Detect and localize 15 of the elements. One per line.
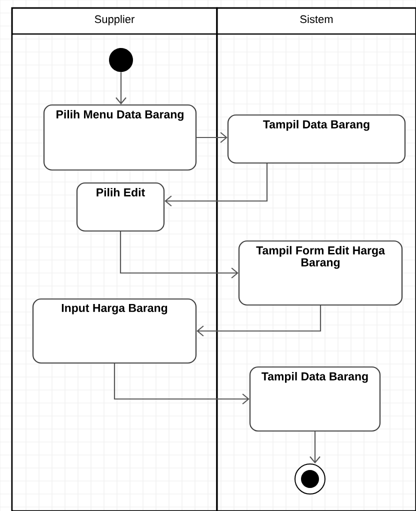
arrow (196, 306, 322, 336)
arrow (114, 364, 250, 404)
activity-box: Tampil Data Barang (249, 366, 381, 432)
arrow (116, 72, 126, 104)
arrow (164, 164, 268, 206)
final-node (294, 464, 326, 494)
activity-box: Pilih Edit (76, 182, 165, 232)
activity-box: Input Harga Barang (32, 298, 197, 364)
arrow (310, 432, 320, 464)
arrow (120, 232, 238, 278)
initial-node (109, 48, 133, 72)
arrow (196, 132, 228, 143)
activity-box: Tampil Form Edit Harga Barang (238, 240, 403, 306)
activity-box: Pilih Menu Data Barang (43, 104, 197, 171)
activity-box: Tampil Data Barang (227, 114, 406, 164)
